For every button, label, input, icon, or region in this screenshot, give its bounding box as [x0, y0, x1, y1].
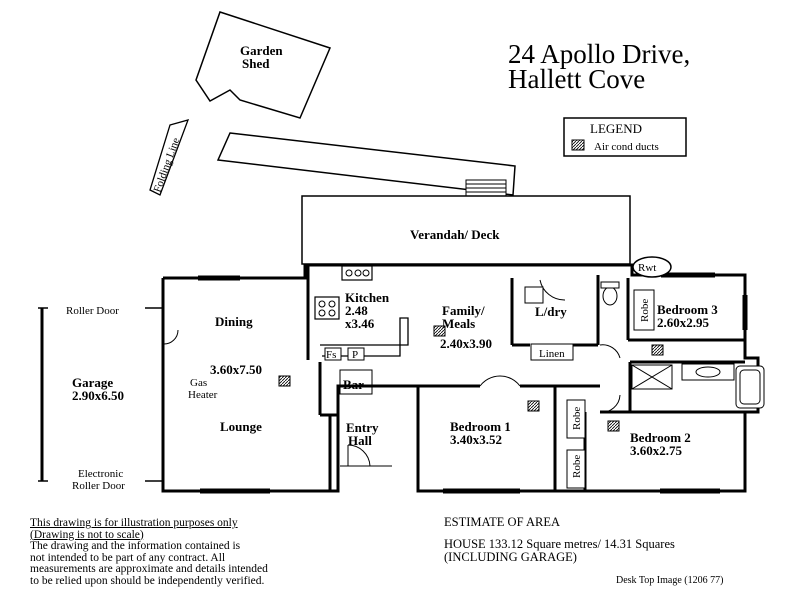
area-estimate: ESTIMATE OF AREA HOUSE 133.12 Square met…: [444, 516, 675, 564]
steps: [465, 179, 507, 198]
electronic-roller-label: Roller Door: [72, 480, 125, 492]
kitchen-label: Kitchen: [345, 290, 390, 305]
folding-line: Folding Line: [149, 119, 190, 196]
kitchen-width: 2.48: [345, 303, 368, 318]
heater-label: Heater: [188, 389, 218, 401]
windows: [198, 272, 748, 494]
electronic-label: Electronic: [78, 468, 123, 480]
disclaimer-line-1: This drawing is for illustration purpose…: [30, 517, 238, 529]
family-size: 2.40x3.90: [440, 336, 492, 351]
bedroom1-label: Bedroom 1: [450, 419, 511, 434]
bedroom2-label: Bedroom 2: [630, 430, 691, 445]
entry-label: Entry: [346, 420, 379, 435]
verandah: [301, 195, 631, 265]
disclaimer-line-6: to be relied upon should be independentl…: [30, 574, 265, 587]
duct-marker-bed2: [607, 420, 620, 432]
meals-label: Meals: [442, 316, 475, 331]
shed-label-1: Garden: [240, 43, 283, 58]
duct-marker-family: [433, 325, 446, 337]
bedroom3-label: Bedroom 3: [657, 302, 718, 317]
robe-label-bed3: Robe: [639, 299, 651, 322]
entry-door: [340, 444, 392, 467]
duct-markers: [278, 325, 664, 432]
folding-line-label: Folding Line: [152, 136, 183, 194]
dining-label: Dining: [215, 314, 253, 329]
fs-label: Fs: [326, 349, 336, 361]
area-line-1: HOUSE 133.12 Square metres/ 14.31 Square…: [444, 537, 675, 551]
garage-label: Garage: [72, 375, 113, 390]
family-label: Family/: [442, 303, 485, 318]
bar-counter: [339, 369, 373, 395]
linen-label: Linen: [539, 348, 565, 360]
duct-swatch-icon: [571, 139, 585, 151]
kitchen-depth: x3.46: [345, 316, 375, 331]
gas-label: Gas: [190, 377, 207, 389]
rainwater-tank: Rwt: [632, 256, 672, 278]
lounge-label: Lounge: [220, 419, 262, 434]
laundry-fixtures: [524, 279, 620, 361]
house-walls: [161, 263, 760, 493]
garden-shed: Garden Shed: [195, 11, 332, 119]
lounge-size: 3.60x7.50: [210, 362, 262, 377]
verandah-label: Verandah/ Deck: [410, 227, 500, 242]
legend-item: Air cond ducts: [594, 141, 659, 153]
roller-door-label: Roller Door: [66, 305, 119, 317]
disclaimer-line-5: measurements are approximate and details…: [30, 563, 268, 575]
disclaimer-line-4: not intended to be part of any contract.…: [30, 551, 226, 564]
robes: [566, 289, 655, 489]
area-heading: ESTIMATE OF AREA: [444, 515, 560, 529]
bedroom3-size: 2.60x2.95: [657, 315, 710, 330]
rwt-label: Rwt: [638, 262, 656, 274]
area-line-2: (INCLUDING GARAGE): [444, 550, 577, 564]
legend: LEGEND Air cond ducts: [563, 117, 687, 157]
robe-label-bed2: Robe: [571, 455, 583, 478]
robe-label-bed1: Robe: [571, 407, 583, 430]
disclaimer-line-2: (Drawing is not to scale): [30, 528, 144, 541]
disclaimer-line-3: The drawing and the information containe…: [30, 540, 241, 552]
garage-size: 2.90x6.50: [72, 388, 124, 403]
credit-label: Desk Top Image (1206 77): [616, 575, 724, 586]
disclaimer: This drawing is for illustration purpose…: [30, 517, 390, 587]
address-line-1: 24 Apollo Drive,: [508, 39, 690, 69]
shed-label-2: Shed: [242, 56, 270, 71]
internal-doors: [479, 344, 621, 413]
bedroom2-size: 3.60x2.75: [630, 443, 683, 458]
path-strip: [216, 132, 516, 196]
duct-marker-bed1: [527, 400, 540, 412]
garage-door-swing: [162, 329, 179, 345]
room-labels: Kitchen 2.48 x3.46 Family/ Meals 2.40x3.…: [188, 290, 718, 478]
bar-label: Bar: [343, 377, 364, 392]
laundry-label: L/dry: [535, 304, 567, 319]
bedroom1-size: 3.40x3.52: [450, 432, 502, 447]
duct-marker-bed3: [651, 344, 664, 356]
bathroom-fixtures: [631, 363, 765, 409]
garage: Roller Door Garage 2.90x6.50 Electronic …: [38, 305, 163, 492]
hall-label: Hall: [348, 433, 372, 448]
legend-heading: LEGEND: [590, 121, 642, 136]
duct-marker-lounge: [278, 375, 291, 387]
kitchen-fixtures: [314, 265, 409, 361]
address-line-2: Hallett Cove: [508, 64, 645, 94]
pantry-label: P: [352, 349, 358, 361]
